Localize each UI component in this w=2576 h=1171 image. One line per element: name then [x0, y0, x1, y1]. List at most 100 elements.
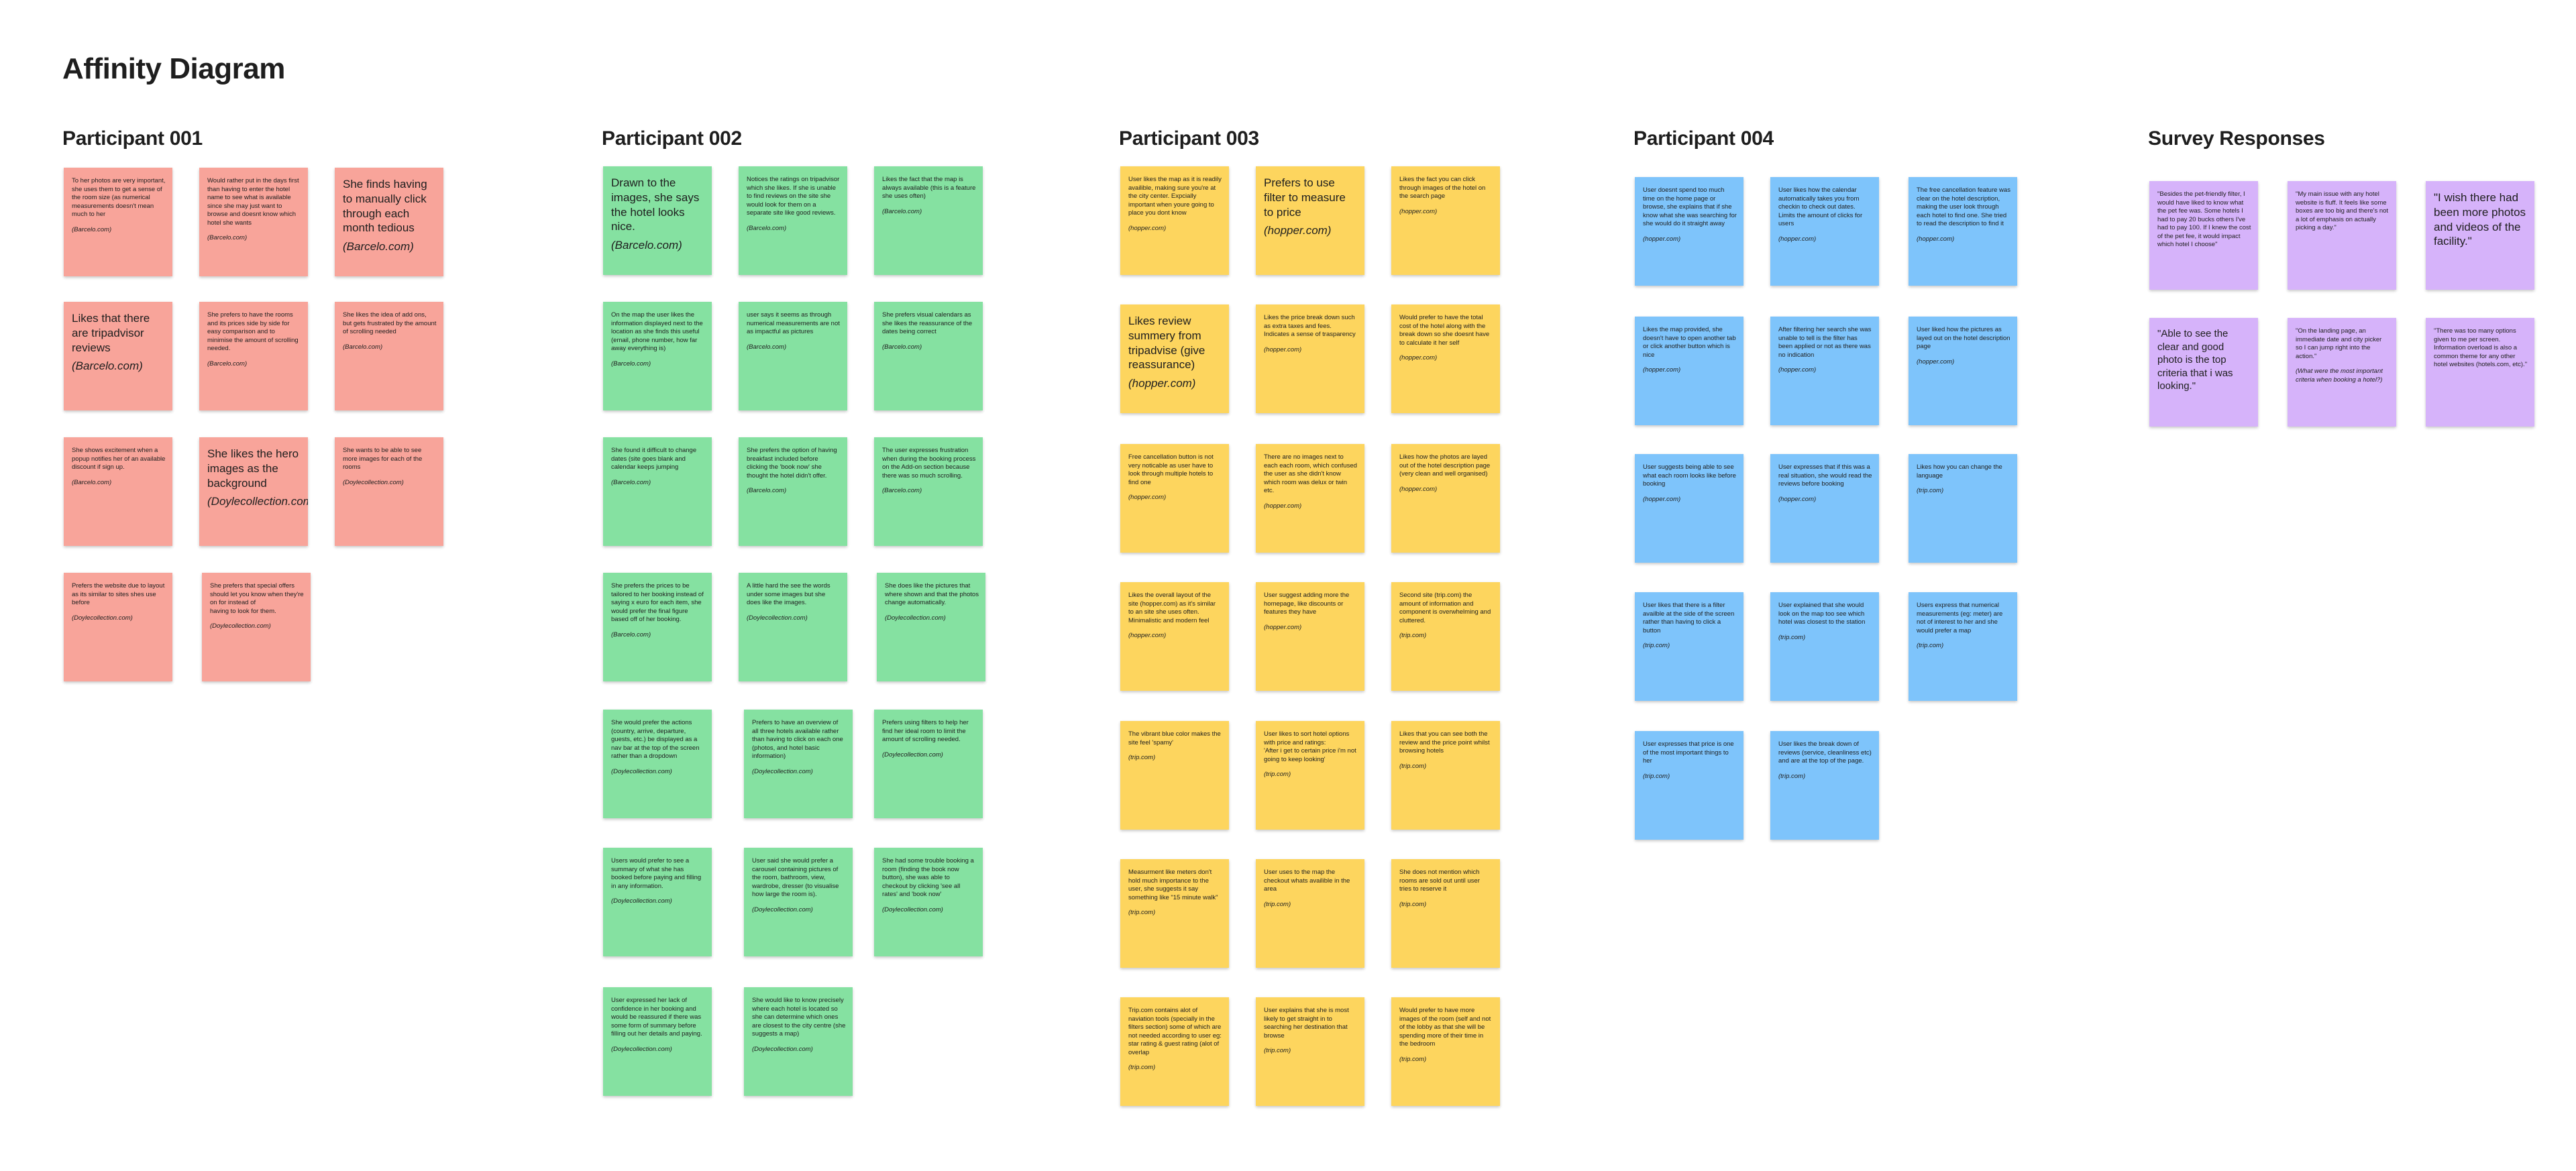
sticky-note[interactable]: To her photos are very important, she us…: [64, 168, 172, 276]
sticky-note[interactable]: "There was too many options given to me …: [2426, 318, 2534, 427]
sticky-note[interactable]: User explains that she is most likely to…: [1256, 997, 1364, 1106]
sticky-note[interactable]: She does like the pictures that where sh…: [877, 573, 985, 681]
note-source: (hopper.com): [1399, 207, 1438, 215]
sticky-note[interactable]: Users express that numerical measurement…: [1909, 592, 2017, 701]
sticky-note[interactable]: She prefers that special offers should l…: [202, 573, 311, 681]
sticky-note[interactable]: She prefers visual calendars as she like…: [874, 302, 983, 410]
sticky-note[interactable]: "My main issue with any hotel website is…: [2288, 181, 2396, 290]
note-text: User explains that she is most likely to…: [1264, 1007, 1358, 1056]
note-text: A little hard the see the words under so…: [747, 582, 841, 622]
sticky-note[interactable]: She had some trouble booking a room (fin…: [874, 848, 983, 956]
sticky-note[interactable]: Free cancellation button is not very not…: [1120, 444, 1229, 553]
sticky-note[interactable]: "Able to see the clear and good photo is…: [2149, 318, 2258, 427]
sticky-note[interactable]: Notices the ratings on tripadvisor which…: [739, 166, 847, 275]
sticky-note[interactable]: She shows excitement when a popup notifi…: [64, 437, 172, 546]
sticky-note[interactable]: Measurment like meters don't hold much i…: [1120, 859, 1229, 968]
note-source: (Barcelo.com): [882, 343, 922, 351]
sticky-note[interactable]: User said she would prefer a carousel co…: [744, 848, 853, 956]
sticky-note[interactable]: User likes the break down of reviews (se…: [1770, 731, 1879, 840]
sticky-note[interactable]: She likes the idea of add ons, but gets …: [335, 302, 443, 410]
sticky-note[interactable]: User suggests being able to see what eac…: [1635, 454, 1743, 563]
sticky-note[interactable]: User suggest adding more the homepage, l…: [1256, 582, 1364, 691]
sticky-note[interactable]: She does not mention which rooms are sol…: [1391, 859, 1500, 968]
sticky-note[interactable]: Second site (trip.com) the amount of inf…: [1391, 582, 1500, 691]
note-source: (Doylecollection.com): [882, 905, 943, 913]
note-source: (hopper.com): [1643, 495, 1681, 503]
sticky-note[interactable]: Prefers using filters to help her find h…: [874, 710, 983, 818]
sticky-note[interactable]: User likes that there is a filter availb…: [1635, 592, 1743, 701]
note-source: (Doylecollection.com): [882, 750, 943, 759]
note-source: (hopper.com): [1917, 357, 1955, 366]
sticky-note[interactable]: She likes the hero images as the backgro…: [199, 437, 308, 546]
note-source: (Doylecollection.com): [747, 614, 808, 622]
note-text: User likes the map as it is readily avai…: [1128, 176, 1222, 232]
sticky-note[interactable]: Would rather put in the days first than …: [199, 168, 308, 276]
sticky-note[interactable]: Likes the map provided, she doesn't have…: [1635, 317, 1743, 425]
sticky-note[interactable]: "On the landing page, an immediate date …: [2288, 318, 2396, 427]
sticky-note[interactable]: The user expresses frustration when duri…: [874, 437, 983, 546]
note-text: Likes that there are tripadvisor reviews…: [72, 311, 166, 374]
sticky-note[interactable]: Users would prefer to see a summary of w…: [603, 848, 712, 956]
sticky-note[interactable]: She prefers to have the rooms and its pr…: [199, 302, 308, 410]
note-source: (Doylecollection.com): [207, 495, 308, 508]
sticky-note[interactable]: "I wish there had been more photos and v…: [2426, 181, 2534, 290]
sticky-note[interactable]: Prefers the website due to layout as its…: [64, 573, 172, 681]
sticky-note[interactable]: User expresses that if this was a real s…: [1770, 454, 1879, 563]
sticky-note[interactable]: User likes the map as it is readily avai…: [1120, 166, 1229, 275]
sticky-note[interactable]: Drawn to the images, she says the hotel …: [603, 166, 712, 275]
sticky-note[interactable]: She found it difficult to change dates (…: [603, 437, 712, 546]
group-title: Participant 003: [1119, 127, 1259, 150]
sticky-note[interactable]: User likes how the calendar automaticall…: [1770, 177, 1879, 286]
sticky-note[interactable]: user says it seems as through numerical …: [739, 302, 847, 410]
sticky-note[interactable]: Likes how you can change the language(tr…: [1909, 454, 2017, 563]
note-text: She prefers to have the rooms and its pr…: [207, 311, 301, 368]
sticky-note[interactable]: She would like to know precisely where e…: [744, 987, 853, 1096]
sticky-note[interactable]: She prefers the prices to be tailored to…: [603, 573, 712, 681]
sticky-note[interactable]: "Besides the pet-friendly filter, I woul…: [2149, 181, 2258, 290]
sticky-note[interactable]: She finds having to manually click throu…: [335, 168, 443, 276]
sticky-note[interactable]: User liked how the pictures as layed out…: [1909, 317, 2017, 425]
note-source: (hopper.com): [1399, 354, 1438, 362]
group-title: Survey Responses: [2148, 127, 2325, 150]
sticky-note[interactable]: Likes the overall layout of the site (ho…: [1120, 582, 1229, 691]
sticky-note[interactable]: On the map the user likes the informatio…: [603, 302, 712, 410]
note-source: (Doylecollection.com): [611, 767, 672, 775]
sticky-note[interactable]: A little hard the see the words under so…: [739, 573, 847, 681]
sticky-note[interactable]: Likes that there are tripadvisor reviews…: [64, 302, 172, 410]
note-text: Likes the map provided, she doesn't have…: [1643, 326, 1736, 374]
sticky-note[interactable]: Would prefer to have the total cost of t…: [1391, 304, 1500, 413]
sticky-note[interactable]: User explained that she would look on th…: [1770, 592, 1879, 701]
sticky-note[interactable]: There are no images next to each each ro…: [1256, 444, 1364, 553]
note-source: (Doylecollection.com): [343, 478, 404, 486]
note-source: (hopper.com): [1778, 495, 1817, 503]
sticky-note[interactable]: User likes to sort hotel options with pr…: [1256, 721, 1364, 830]
note-text: User likes how the calendar automaticall…: [1778, 186, 1872, 243]
sticky-note[interactable]: User doesnt spend too much time on the h…: [1635, 177, 1743, 286]
sticky-note[interactable]: Likes the price break down such as extra…: [1256, 304, 1364, 413]
sticky-note[interactable]: User expressed her lack of confidence in…: [603, 987, 712, 1096]
sticky-note[interactable]: The free cancellation feature was clear …: [1909, 177, 2017, 286]
sticky-note[interactable]: Prefers to use filter to measure to pric…: [1256, 166, 1364, 275]
sticky-note[interactable]: Would prefer to have more images of the …: [1391, 997, 1500, 1106]
sticky-note[interactable]: After filtering her search she was unabl…: [1770, 317, 1879, 425]
sticky-note[interactable]: The vibrant blue color makes the site fe…: [1120, 721, 1229, 830]
note-source: (Doylecollection.com): [210, 622, 271, 630]
note-text: She prefers visual calendars as she like…: [882, 311, 976, 351]
sticky-note[interactable]: She would prefer the actions (country, a…: [603, 710, 712, 818]
note-source: (Barcelo.com): [747, 343, 787, 351]
sticky-note[interactable]: Likes the fact you can click through ima…: [1391, 166, 1500, 275]
sticky-note[interactable]: She wants to be able to see more images …: [335, 437, 443, 546]
sticky-note[interactable]: She prefers the option of having breakfa…: [739, 437, 847, 546]
note-text: To her photos are very important, she us…: [72, 177, 166, 233]
sticky-note[interactable]: User expresses that price is one of the …: [1635, 731, 1743, 840]
sticky-note[interactable]: Likes review summery from tripadvise (gi…: [1120, 304, 1229, 413]
sticky-note[interactable]: User uses to the map the checkout whats …: [1256, 859, 1364, 968]
note-source: (trip.com): [1128, 754, 1156, 762]
sticky-note[interactable]: Likes that you can see both the review a…: [1391, 721, 1500, 830]
note-text: The vibrant blue color makes the site fe…: [1128, 730, 1222, 763]
sticky-note[interactable]: Trip.com contains alot of naviation tool…: [1120, 997, 1229, 1106]
sticky-note[interactable]: Prefers to have an overview of all three…: [744, 710, 853, 818]
note-text: User liked how the pictures as layed out…: [1917, 326, 2010, 366]
sticky-note[interactable]: Likes the fact that the map is always av…: [874, 166, 983, 275]
sticky-note[interactable]: Likes how the photos are layed out of th…: [1391, 444, 1500, 553]
